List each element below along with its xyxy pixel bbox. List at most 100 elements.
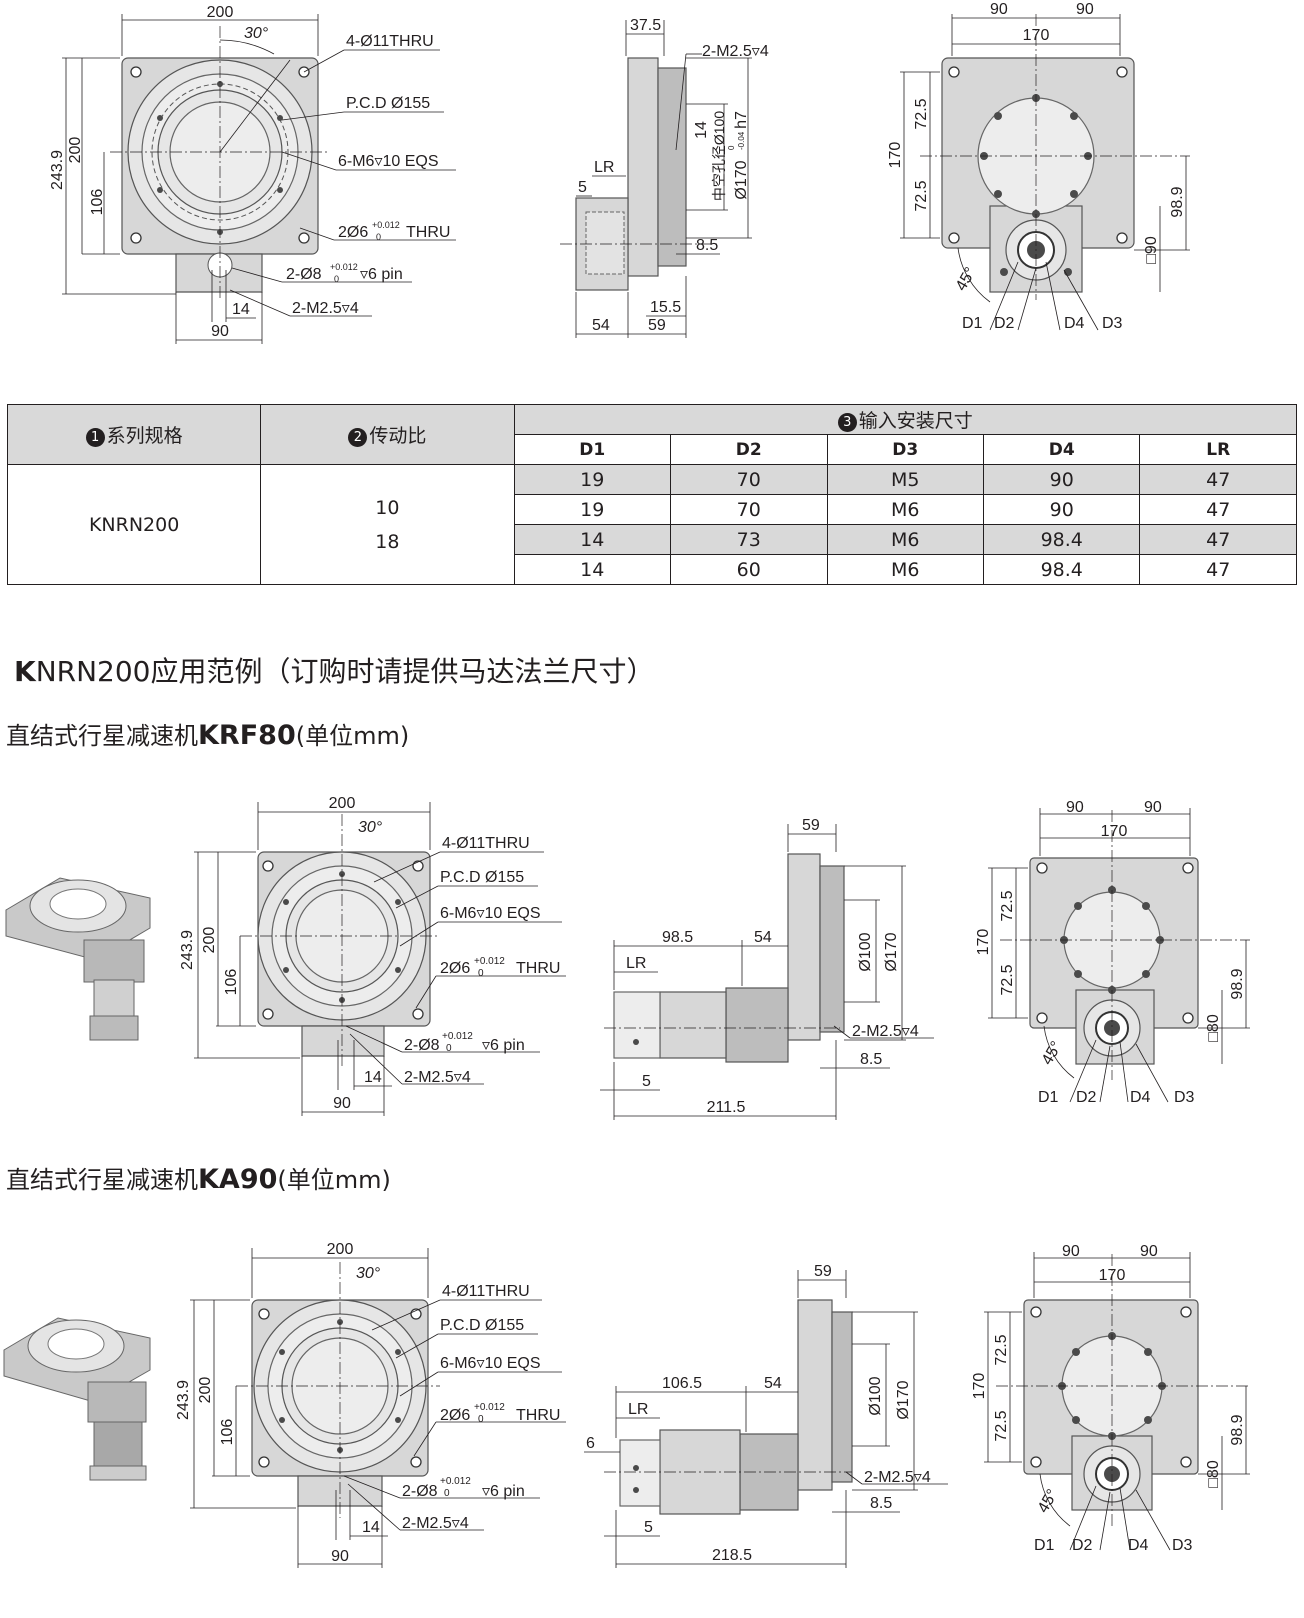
cell: 70 bbox=[670, 464, 828, 495]
cell: M6 bbox=[826, 524, 984, 555]
ka90-rear-d2: D2 bbox=[1072, 1537, 1093, 1554]
subheader-d2: D2 bbox=[670, 434, 828, 465]
ka90-front-width: 200 bbox=[327, 1241, 354, 1258]
top-front-width: 200 bbox=[207, 4, 234, 21]
krf80-side-total: 211.5 bbox=[707, 1099, 746, 1116]
ka90-product-image bbox=[3, 1317, 151, 1481]
top-front-pcd: P.C.D Ø155 bbox=[346, 95, 430, 112]
top-side-w37-5: 37.5 bbox=[630, 17, 661, 34]
ka90-side-d6: 6 bbox=[586, 1435, 595, 1452]
ka90-front-pin-suffix: ▿6 pin bbox=[482, 1483, 525, 1500]
krf80-side-lr: LR bbox=[626, 955, 646, 972]
cell: 47 bbox=[1139, 494, 1297, 525]
top-front-pin-suffix: ▿6 pin bbox=[360, 266, 403, 283]
top-side-d170-tol: 0 bbox=[727, 145, 736, 150]
top-side-d59: 59 bbox=[648, 317, 666, 334]
ka90-front-m25: 2-M2.5▿4 bbox=[402, 1515, 469, 1532]
top-side-bore: 中空孔径Ø100 bbox=[711, 111, 727, 201]
krf80-rear-d4: D4 bbox=[1130, 1089, 1151, 1106]
krf80-side-d59: 59 bbox=[802, 817, 820, 834]
krf80-front-dowel-tol2: 0 bbox=[478, 968, 484, 979]
top-front-holes: 4-Ø11THRU bbox=[346, 33, 434, 50]
top-rear-h170: 170 bbox=[887, 142, 904, 169]
ka90-front-pin: 2-Ø8 bbox=[402, 1483, 438, 1500]
krf80-front-tap: 6-M6▿10 EQS bbox=[440, 905, 541, 922]
subheader-d1: D1 bbox=[513, 434, 672, 465]
top-rear-d3: D3 bbox=[1102, 315, 1123, 332]
ka90-side-d5: 5 bbox=[644, 1519, 653, 1536]
top-front-angle: 30° bbox=[244, 25, 269, 42]
ka90-side-d170: Ø170 bbox=[895, 1380, 912, 1419]
krf80-front-h200: 200 bbox=[201, 927, 218, 954]
krf80-rear-w90a: 90 bbox=[1066, 799, 1084, 816]
ka90-front-h-total: 243.9 bbox=[175, 1380, 192, 1420]
krf80-front-h106: 106 bbox=[223, 969, 240, 996]
top-front-dowel-suffix: THRU bbox=[406, 224, 450, 241]
cell: 90 bbox=[982, 494, 1141, 525]
top-front-dowel-tol: +0.012 bbox=[372, 220, 400, 230]
top-front-w14: 14 bbox=[232, 301, 250, 318]
ka90-front-dowel: 2Ø6 bbox=[440, 1407, 470, 1424]
krf80-rear-sq: □80 bbox=[1205, 1014, 1222, 1042]
krf80-rear-h72-5b: 72.5 bbox=[999, 964, 1016, 995]
top-rear-w170: 170 bbox=[1023, 27, 1050, 44]
section1-heading: 直结式行星减速机KRF80(单位mm) bbox=[6, 720, 410, 751]
cell: 47 bbox=[1139, 464, 1297, 495]
krf80-side-d98-5: 98.5 bbox=[662, 929, 693, 946]
top-rear-w90a: 90 bbox=[990, 1, 1008, 18]
krf80-front-w90: 90 bbox=[333, 1095, 351, 1112]
top-rear-d1: D1 bbox=[962, 315, 983, 332]
krf80-drawing: 200 30° 243.9 200 106 90 14 4-Ø11THRU P.… bbox=[5, 795, 1250, 1120]
ka90-rear-sq: □80 bbox=[1205, 1460, 1222, 1488]
krf80-front-h-total: 243.9 bbox=[179, 930, 196, 970]
krf80-front-dowel: 2Ø6 bbox=[440, 960, 470, 977]
ka90-side-m25: 2-M2.5▿4 bbox=[864, 1469, 931, 1486]
krf80-rear-w170: 170 bbox=[1101, 823, 1128, 840]
cell: 60 bbox=[670, 554, 828, 585]
top-rear-w90b: 90 bbox=[1076, 1, 1094, 18]
krf80-front-pin-tol: +0.012 bbox=[442, 1031, 473, 1042]
ka90-front-angle: 30° bbox=[356, 1265, 381, 1282]
top-drawing: 200 30° 243.9 200 106 90 14 4-Ø11THRU P.… bbox=[49, 1, 1190, 344]
ka90-side-total: 218.5 bbox=[712, 1547, 752, 1564]
cell: 19 bbox=[513, 494, 672, 525]
top-front-w90: 90 bbox=[211, 323, 229, 340]
cell: M6 bbox=[826, 554, 984, 585]
krf80-side-d100: Ø100 bbox=[857, 932, 874, 971]
ka90-front-dowel-suffix: THRU bbox=[516, 1407, 560, 1424]
ka90-side-d100: Ø100 bbox=[867, 1376, 884, 1415]
krf80-rear-h98-9: 98.9 bbox=[1229, 968, 1246, 999]
top-side-lr: LR bbox=[594, 159, 614, 176]
top-front-pin-tol: +0.012 bbox=[330, 262, 358, 272]
krf80-side-d170: Ø170 bbox=[883, 932, 900, 971]
top-front-pin: 2-Ø8 bbox=[286, 266, 322, 283]
section2-heading: 直结式行星减速机KA90(单位mm) bbox=[6, 1164, 391, 1195]
model-cell: KNRN200 bbox=[6, 464, 262, 585]
top-rear-view: 90 90 170 170 72.5 72.5 98.9 □90 45° D1 … bbox=[887, 1, 1190, 332]
ka90-rear-d1: D1 bbox=[1034, 1537, 1055, 1554]
table-row: 14 60 M6 98.4 47 bbox=[8, 554, 1297, 585]
krf80-front-view: 200 30° 243.9 200 106 90 14 4-Ø11THRU P.… bbox=[179, 795, 566, 1116]
krf80-front-m25: 2-M2.5▿4 bbox=[404, 1069, 471, 1086]
cell: M6 bbox=[826, 494, 984, 525]
krf80-front-pcd: P.C.D Ø155 bbox=[440, 869, 524, 886]
top-side-d170-fit: h7 bbox=[733, 111, 750, 129]
krf80-rear-w90b: 90 bbox=[1144, 799, 1162, 816]
krf80-side-d5: 5 bbox=[642, 1073, 651, 1090]
cell: 14 bbox=[513, 524, 672, 555]
top-front-dowel: 2Ø6 bbox=[338, 224, 368, 241]
ka90-rear-d3: D3 bbox=[1172, 1537, 1193, 1554]
krf80-front-angle: 30° bbox=[358, 819, 383, 836]
top-side-view: 37.5 2-M2.5▿4 LR 5 14 中空孔径Ø100 Ø170 0 -0… bbox=[560, 17, 769, 338]
top-front-h106: 106 bbox=[89, 189, 106, 216]
krf80-front-pin-suffix: ▿6 pin bbox=[482, 1037, 525, 1054]
ka90-side-view: 59 106.5 54 LR 6 Ø100 Ø170 2-M2.5▿4 8.5 … bbox=[584, 1263, 948, 1568]
top-front-tap: 6-M6▿10 EQS bbox=[338, 153, 439, 170]
krf80-product-image bbox=[5, 877, 151, 1041]
ka90-front-tap: 6-M6▿10 EQS bbox=[440, 1355, 541, 1372]
ka90-front-view: 200 30° 243.9 200 106 90 14 4-Ø11THRU P.… bbox=[175, 1241, 566, 1568]
cell: 47 bbox=[1139, 524, 1297, 555]
